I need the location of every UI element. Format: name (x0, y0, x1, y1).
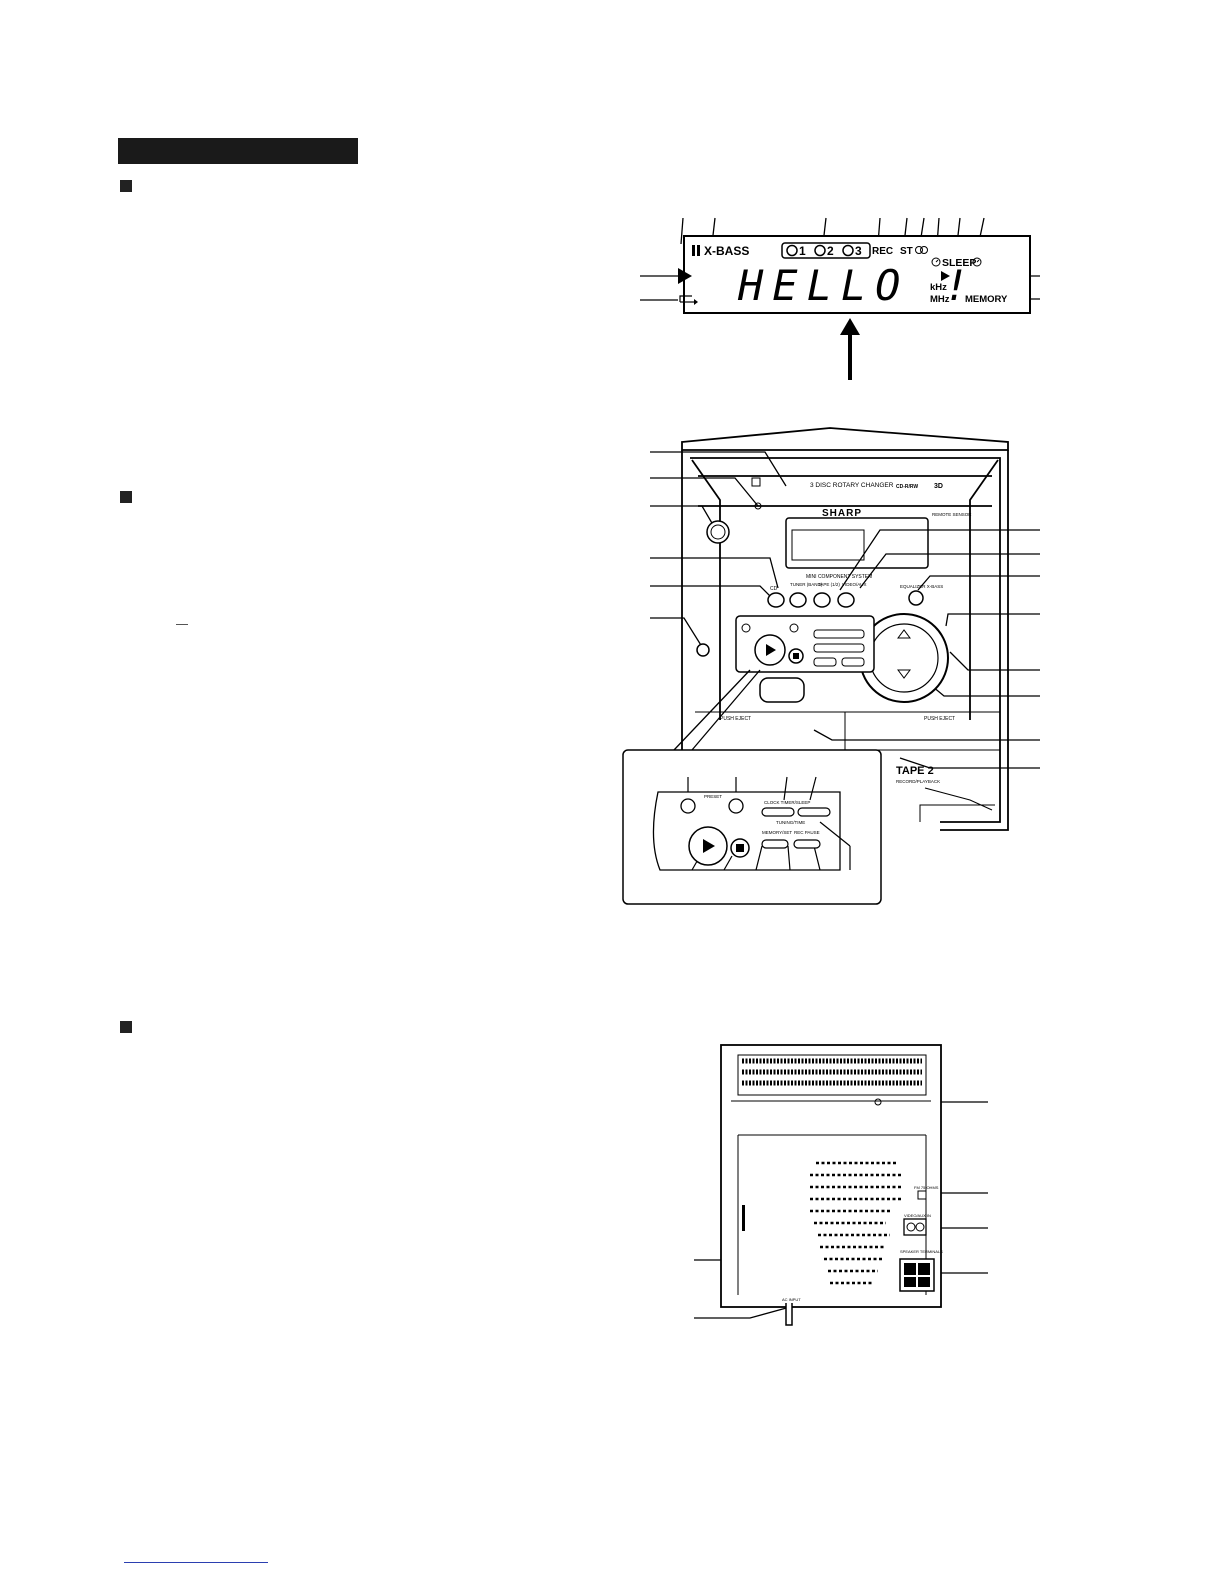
inset-preset-label: PRESET (704, 794, 722, 799)
repeat-arrow-icon (679, 295, 698, 305)
play-arrow-icon (678, 268, 692, 284)
rear-antenna-label: FM 75 OHMS (914, 1185, 939, 1190)
equalizer-label: EQUALIZER X-BASS (900, 584, 943, 589)
lcd-rec-label: REC (872, 246, 893, 257)
lcd-sleep-label: SLEEP (942, 257, 976, 269)
disc-icon (786, 244, 854, 257)
standby-indicator (754, 502, 762, 510)
display-diagram: X-BASS 1 2 3 REC ST SLEEP HELLO ! kHz MH… (640, 217, 1040, 380)
preset-down-button[interactable] (680, 798, 696, 814)
timer-sleep-button[interactable] (797, 807, 831, 817)
headphone-jack[interactable] (696, 643, 710, 657)
antenna-jack[interactable] (874, 1098, 882, 1106)
tape2-label: TAPE 2 (896, 765, 934, 777)
section-title-bar (118, 138, 358, 164)
inset-rec-pause-label: REC PAUSE (794, 830, 820, 835)
brand-logo: SHARP (822, 508, 862, 519)
inset-memory-label: MEMORY/SET (762, 830, 792, 835)
inset-clock-timer-label: CLOCK TIMER/SLEEP (764, 800, 810, 805)
tape-button[interactable] (813, 592, 831, 608)
dolby-logo: 3D (934, 483, 943, 490)
section-bullet-rear-panel (120, 1021, 132, 1033)
tape-button-label: TAPE (1/2) (818, 582, 840, 587)
front-callouts-right (813, 529, 1040, 769)
remote-sensor-label: REMOTE SENSOR (932, 512, 972, 517)
stop-icon (736, 844, 744, 852)
front-panel-diagram: 3 DISC ROTARY CHANGER CD-R/RW 3D SHARP R… (622, 427, 1040, 905)
disc-slot-icon (751, 477, 761, 487)
cd-slot-window (759, 677, 805, 703)
front-display-window (785, 517, 929, 569)
rear-ac-label: AC INPUT (782, 1297, 801, 1302)
footer-link-underline (124, 1562, 268, 1563)
pointer-arrow-icon (840, 318, 860, 335)
tuner-button[interactable] (789, 592, 807, 608)
disc-indicator-group (781, 242, 871, 259)
stereo-icon (915, 246, 928, 254)
rear-speaker-label: SPEAKER TERMINALS (900, 1249, 943, 1254)
equalizer-button[interactable] (908, 590, 924, 606)
cd-button-label: CD (770, 586, 778, 592)
lcd-memory-label: MEMORY (965, 294, 1008, 305)
lcd-khz-label: kHz (930, 282, 947, 293)
tuned-arrow-icon (941, 271, 950, 281)
rear-label-slot (742, 1205, 745, 1231)
memory-button[interactable] (761, 839, 789, 849)
disc-2-label: 2 (827, 244, 834, 258)
preset-up-button[interactable] (728, 798, 744, 814)
video-aux-button[interactable] (837, 592, 855, 608)
play-icon (703, 839, 715, 853)
video-button-label: VIDEO/AUX (842, 582, 867, 587)
tuner-button-label: TUNER (BAND) (790, 582, 823, 587)
rec-pause-button[interactable] (793, 839, 821, 849)
rear-grill (810, 1161, 902, 1285)
tape2-eject-label: PUSH EJECT (924, 716, 955, 722)
top-vents (737, 1054, 927, 1096)
lcd-st-label: ST (900, 246, 913, 257)
lcd-message: HELLO ! (737, 261, 978, 310)
model-label: MINI COMPONENT SYSTEM (806, 574, 872, 580)
rear-video-aux-label: VIDEO/AUX IN (904, 1213, 931, 1218)
ac-power-cord (785, 1303, 793, 1326)
cd-button[interactable] (767, 592, 785, 608)
clock-button[interactable] (761, 807, 795, 817)
disc-3-label: 3 (855, 244, 862, 258)
disc-1-label: 1 (799, 244, 806, 258)
lcd-xbass-label: X-BASS (704, 244, 749, 258)
text-mark (176, 624, 188, 625)
section-bullet-front-panel (120, 491, 132, 503)
fm-antenna-socket[interactable] (917, 1190, 927, 1200)
power-button[interactable] (706, 520, 730, 544)
tape1-eject-label: PUSH EJECT (720, 716, 751, 722)
changer-label: 3 DISC ROTARY CHANGER (810, 482, 894, 489)
rear-panel-diagram: FM 75 OHMS VIDEO/AUX IN SPEAKER TERMINAL… (694, 1044, 988, 1326)
tape2-sub-label: RECORD/PLAYBACK (896, 779, 940, 784)
inset-tuning-time-label: TUNING/TIME (776, 820, 805, 825)
lcd-mhz-label: MHz (930, 294, 950, 305)
pause-bars-icon (692, 245, 700, 256)
cd-logo: CD-R/RW (896, 484, 918, 490)
section-bullet-display (120, 180, 132, 192)
timer-clock-icon (931, 257, 982, 267)
lcd-frame (683, 235, 1031, 314)
front-display-lcd (791, 529, 865, 561)
